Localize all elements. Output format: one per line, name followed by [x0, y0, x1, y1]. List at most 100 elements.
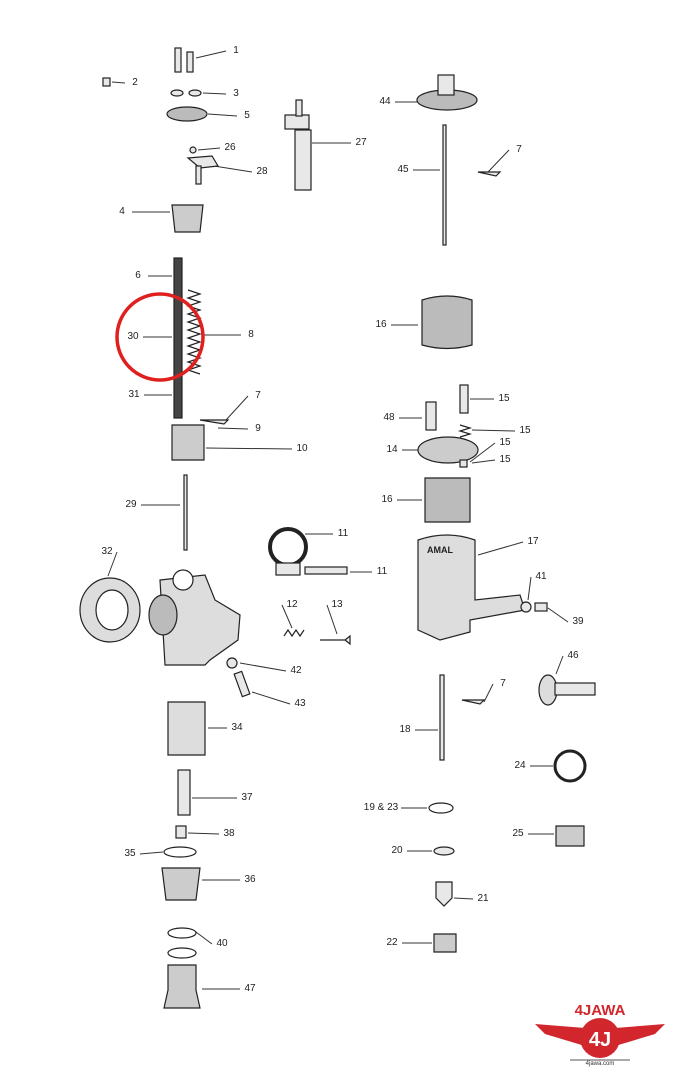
part-label: 34 [231, 722, 243, 733]
leader-line [555, 655, 564, 675]
part-26-screw [189, 146, 197, 154]
leader-line [107, 551, 118, 577]
part-19-23-washer [428, 802, 454, 814]
logo-title: 4JAWA [574, 1002, 626, 1019]
part-label: 44 [379, 96, 391, 107]
leader-line [139, 851, 164, 855]
part-5-ring [166, 106, 208, 122]
part-label: 41 [535, 571, 547, 582]
part-label: 45 [397, 164, 409, 175]
part-16-cover [421, 295, 473, 350]
part-39-screw [534, 602, 548, 612]
part-label: 43 [294, 698, 306, 709]
part-44-top [416, 74, 478, 111]
part-label: 15 [498, 393, 510, 404]
leader-line [487, 149, 510, 173]
part-22-nut [433, 933, 457, 953]
part-label: 35 [124, 848, 136, 859]
part-label: 29 [125, 499, 137, 510]
part-label: 9 [255, 423, 261, 434]
leader-line [213, 165, 253, 173]
part-7-clip-b [199, 419, 230, 425]
part-label: 26 [224, 142, 236, 153]
part-11-clamp [268, 527, 308, 576]
4jawa-logo[interactable]: 4JAWA 4J 4jawa.com [535, 1000, 665, 1075]
part-36-holder [161, 867, 201, 901]
part-38-jet [175, 825, 187, 839]
part-label: 11 [376, 566, 388, 577]
leader-line [547, 607, 569, 623]
part-47-banjo-bolt [163, 964, 201, 1009]
leader-line [225, 395, 249, 421]
part-label: 16 [375, 319, 387, 330]
part-label: 12 [286, 599, 298, 610]
part-label: 20 [391, 845, 403, 856]
leader-line [281, 604, 293, 629]
part-7-clip-c [461, 699, 486, 705]
part-18-needle [439, 674, 445, 761]
part-12-spring [283, 628, 305, 638]
part-48-screw [425, 401, 437, 431]
part-15-pin [459, 384, 469, 414]
float-chamber-brand-text: AMAL [427, 545, 453, 555]
part-label: 38 [223, 828, 235, 839]
part-label: 15 [499, 437, 511, 448]
part-label: 11 [337, 528, 349, 539]
part-11-screw [304, 566, 348, 575]
part-label: 8 [248, 329, 254, 340]
part-label: 7 [516, 144, 522, 155]
part-label: 21 [477, 893, 489, 904]
part-label: 2 [132, 77, 138, 88]
part-24-ring [553, 749, 587, 783]
part-27-choke [284, 99, 312, 191]
part-label: 13 [331, 599, 343, 610]
part-label: 46 [567, 650, 579, 661]
part-label: 32 [101, 546, 113, 557]
part-label: 48 [383, 412, 395, 423]
leader-line [483, 683, 494, 703]
part-34-jet-block [167, 701, 206, 756]
part-2-screw [102, 77, 111, 87]
leader-line [111, 81, 126, 84]
part-46-banjo [538, 674, 596, 706]
part-label: 17 [527, 536, 539, 547]
part-label: 36 [244, 874, 256, 885]
part-8-spring [186, 289, 202, 375]
part-16-float [424, 477, 471, 523]
part-14-lid [417, 436, 479, 464]
leader-line [217, 427, 249, 430]
part-32-bellmouth [79, 577, 141, 643]
part-label: 4 [119, 206, 125, 217]
part-label: 27 [355, 137, 367, 148]
part-label: 30 [127, 331, 139, 342]
part-label: 31 [128, 389, 140, 400]
leader-line [326, 604, 338, 635]
leader-line [453, 897, 474, 900]
part-label: 22 [386, 937, 398, 948]
part-label: 3 [233, 88, 239, 99]
part-label: 7 [500, 678, 506, 689]
part-15-spring [457, 424, 473, 438]
part-label: 24 [514, 760, 526, 771]
part-17-float-chamber [417, 534, 526, 641]
part-20-washer [433, 846, 455, 856]
leader-line [239, 662, 287, 672]
leader-line [251, 691, 291, 705]
part-1-screws [174, 47, 194, 73]
part-label: 18 [399, 724, 411, 735]
part-41-washer [520, 601, 532, 613]
part-label: 42 [290, 665, 302, 676]
part-label: 19 & 23 [363, 802, 399, 813]
carburettor-body [148, 569, 241, 666]
part-label: 10 [296, 443, 308, 454]
part-40-washers [167, 927, 197, 959]
part-45-needle [442, 124, 447, 246]
part-label: 5 [244, 110, 250, 121]
part-25-nut [555, 825, 585, 847]
leader-line [195, 931, 213, 945]
part-29-needle [183, 474, 188, 551]
part-35-washer [163, 846, 197, 858]
part-label: 15 [519, 425, 531, 436]
